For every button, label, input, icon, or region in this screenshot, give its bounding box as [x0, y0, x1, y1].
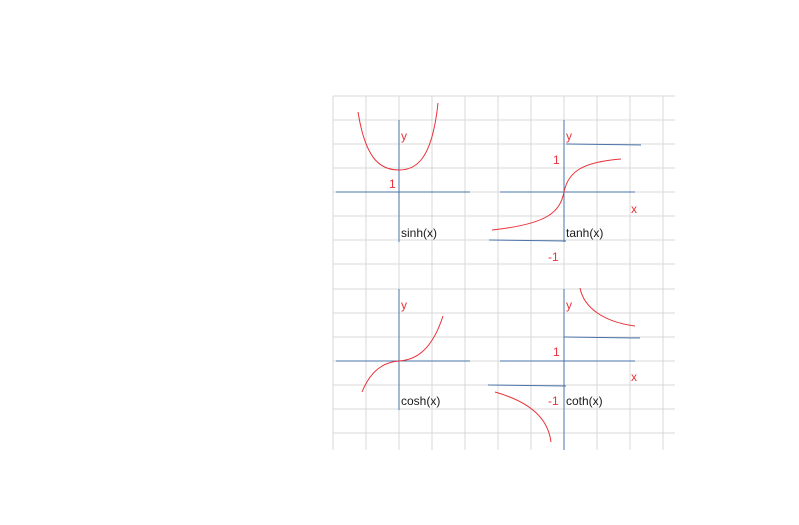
coth-x-label: x [631, 370, 637, 384]
tanh-x-label: x [631, 202, 637, 216]
coth-tick-one: 1 [553, 345, 560, 359]
cosh-curve [361, 315, 444, 393]
panel-tanh: y 1 x tanh(x) -1 [488, 120, 642, 264]
coth-y-label: y [566, 298, 572, 312]
tanh-function-label: tanh(x) [566, 226, 603, 240]
coth-upper-branch [579, 287, 636, 327]
sinh-function-label: sinh(x) [401, 226, 437, 240]
panel-cosh: y cosh(x) [336, 289, 470, 410]
coth-function-label: coth(x) [566, 394, 603, 408]
tanh-lower-asymptote [488, 239, 567, 242]
coth-upper-asymptote [563, 336, 641, 339]
panel-sinh: y 1 sinh(x) [336, 102, 470, 242]
tanh-tick-one: 1 [553, 153, 560, 167]
tanh-y-label: y [566, 129, 572, 143]
coth-lower-branch [494, 391, 552, 443]
tanh-curve [491, 158, 622, 231]
sinh-curve [357, 102, 439, 171]
background-grid [332, 95, 675, 450]
sinh-tick-one: 1 [389, 177, 396, 191]
tanh-upper-asymptote [565, 143, 642, 146]
panel-coth: y 1 x -1 coth(x) [487, 287, 641, 450]
cosh-function-label: cosh(x) [401, 394, 440, 408]
cosh-y-label: y [401, 298, 407, 312]
sinh-y-label: y [401, 129, 407, 143]
tanh-tick-minus-one: -1 [548, 250, 559, 264]
coth-lower-asymptote [487, 384, 567, 387]
coth-tick-minus-one: -1 [548, 394, 559, 408]
